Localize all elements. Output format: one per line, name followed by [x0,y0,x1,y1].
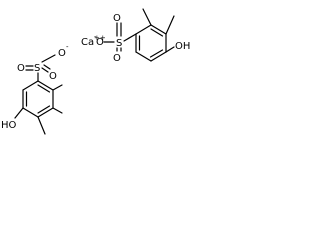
methyl-bond [165,15,175,35]
hydroxyl-label: HO [1,120,17,131]
oxygen-label: O [58,48,66,59]
ring-b-double-bond [37,84,51,93]
ring-a-bond [150,24,167,35]
sulfur-label: S [116,38,122,49]
c-s-bond [123,33,137,42]
charge-label: - [94,33,97,41]
methyl-bond [142,8,152,26]
ring-a-double-bond [149,49,164,58]
ring-a-bond [135,51,152,62]
methyl-bond [37,116,46,135]
s-o-double-bond [43,64,51,70]
molecule-a: OH S O O - O [94,8,190,64]
chemical-structure: OH S O O - O Ca ++ HO [1,8,190,135]
ring-a-double-bond [150,28,164,37]
ring-b-bond [22,80,39,91]
s-o-double-bond [41,67,49,73]
ring-a-bond [150,51,167,62]
counter-ion: Ca ++ [81,34,106,48]
s-o-single-bond [41,54,56,63]
charge-label: - [66,43,69,51]
ring-b-bond [22,107,39,118]
ring-b-double-bond [37,105,51,114]
ring-b-bond [37,107,54,118]
oxygen-label: O [96,37,104,48]
oxygen-label: O [17,63,25,74]
ring-b-bond [37,80,54,91]
oxygen-label: O [113,53,121,64]
oxygen-label: O [49,71,57,82]
calcium-charge: ++ [94,34,106,42]
hydroxyl-bond [14,107,24,119]
structure-canvas: OH S O O - O Ca ++ HO [0,0,208,145]
methyl-bond [52,107,63,114]
sulfur-label: S [34,63,40,74]
methyl-bond [52,84,63,91]
oxygen-label: O [113,13,121,24]
hydroxyl-label: OH [175,41,190,52]
molecule-b: HO S O - O O [1,43,69,135]
hydroxyl-bond [165,46,175,53]
ring-a-bond [135,24,152,35]
calcium-label: Ca [81,37,94,48]
